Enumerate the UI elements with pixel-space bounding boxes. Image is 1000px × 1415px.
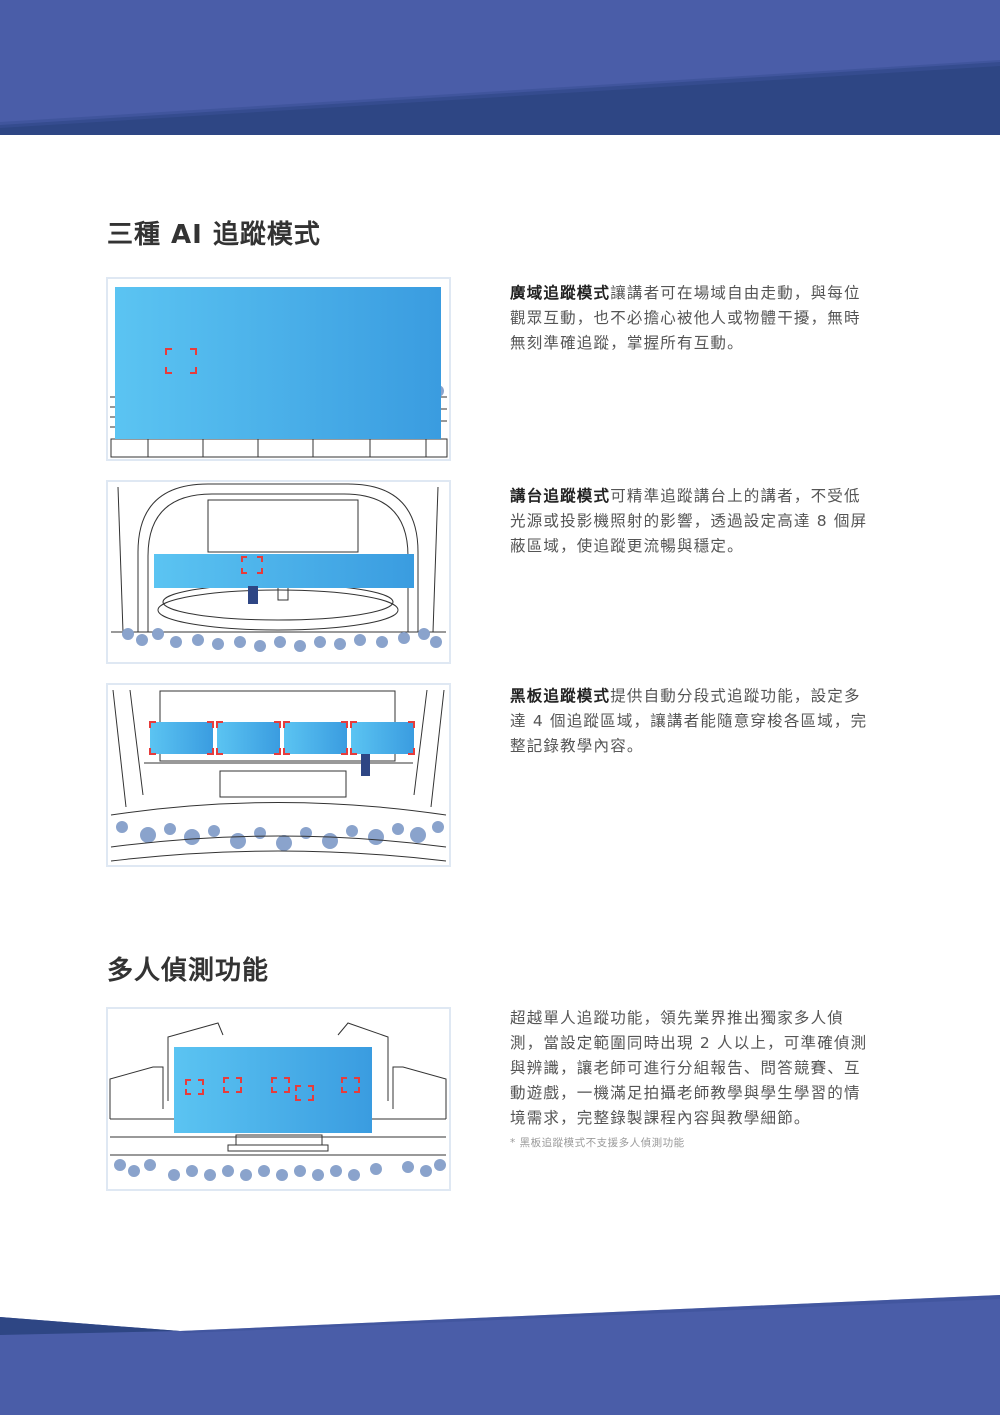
blackboard-illustration [106,683,451,867]
wide-area-description: 廣域追蹤模式讓講者可在場域自由走動，與每位觀眾互動，也不必擔心被他人或物體干擾，… [510,281,875,356]
blackboard-text: 提供自動分段式追蹤功能，設定多達 4 個追蹤區域，讓講者能隨意穿梭各區域，完整記… [510,687,868,755]
multi-person-note: * 黑板追蹤模式不支援多人偵測功能 [510,1137,685,1149]
tracking-area [154,554,414,588]
tracking-modes-title: 三種 AI 追蹤模式 [107,220,321,250]
blackboard-description: 黑板追蹤模式提供自動分段式追蹤功能，設定多達 4 個追蹤區域，讓講者能隨意穿梭各… [510,684,875,759]
wide-area-text: 讓講者可在場域自由走動，與每位觀眾互動，也不必擔心被他人或物體干擾，無時無刻準確… [510,284,861,352]
tracking-marker-icon [185,1077,360,1101]
podium-illustration [106,480,451,664]
tracking-zone-3 [284,722,347,754]
tracking-zone-4 [351,722,414,754]
bottom-banner [0,1295,1000,1415]
tracking-marker-icon [149,721,415,755]
podium-text: 可精準追蹤講台上的講者，不受低光源或投影機照射的影響，透過設定高達 8 個屏蔽區… [510,487,868,555]
tracking-zone-1 [150,722,213,754]
wide-area-lead: 廣域追蹤模式 [510,284,611,302]
multi-person-title: 多人偵測功能 [107,956,270,986]
tracking-marker-icon [241,556,263,574]
top-banner [0,0,1000,135]
blackboard-lead: 黑板追蹤模式 [510,687,611,705]
tracking-marker-icon [165,348,197,374]
podium-lead: 講台追蹤模式 [510,487,611,505]
podium-description: 講台追蹤模式可精準追蹤講台上的講者，不受低光源或投影機照射的影響，透過設定高達 … [510,484,875,559]
tracking-zone-2 [217,722,280,754]
tracking-area [115,287,441,439]
multi-person-illustration [106,1007,451,1191]
multi-person-description: 超越單人追蹤功能，領先業界推出獨家多人偵測，當設定範圍同時出現 2 人以上，可準… [510,1009,868,1127]
wide-area-illustration [106,277,451,461]
